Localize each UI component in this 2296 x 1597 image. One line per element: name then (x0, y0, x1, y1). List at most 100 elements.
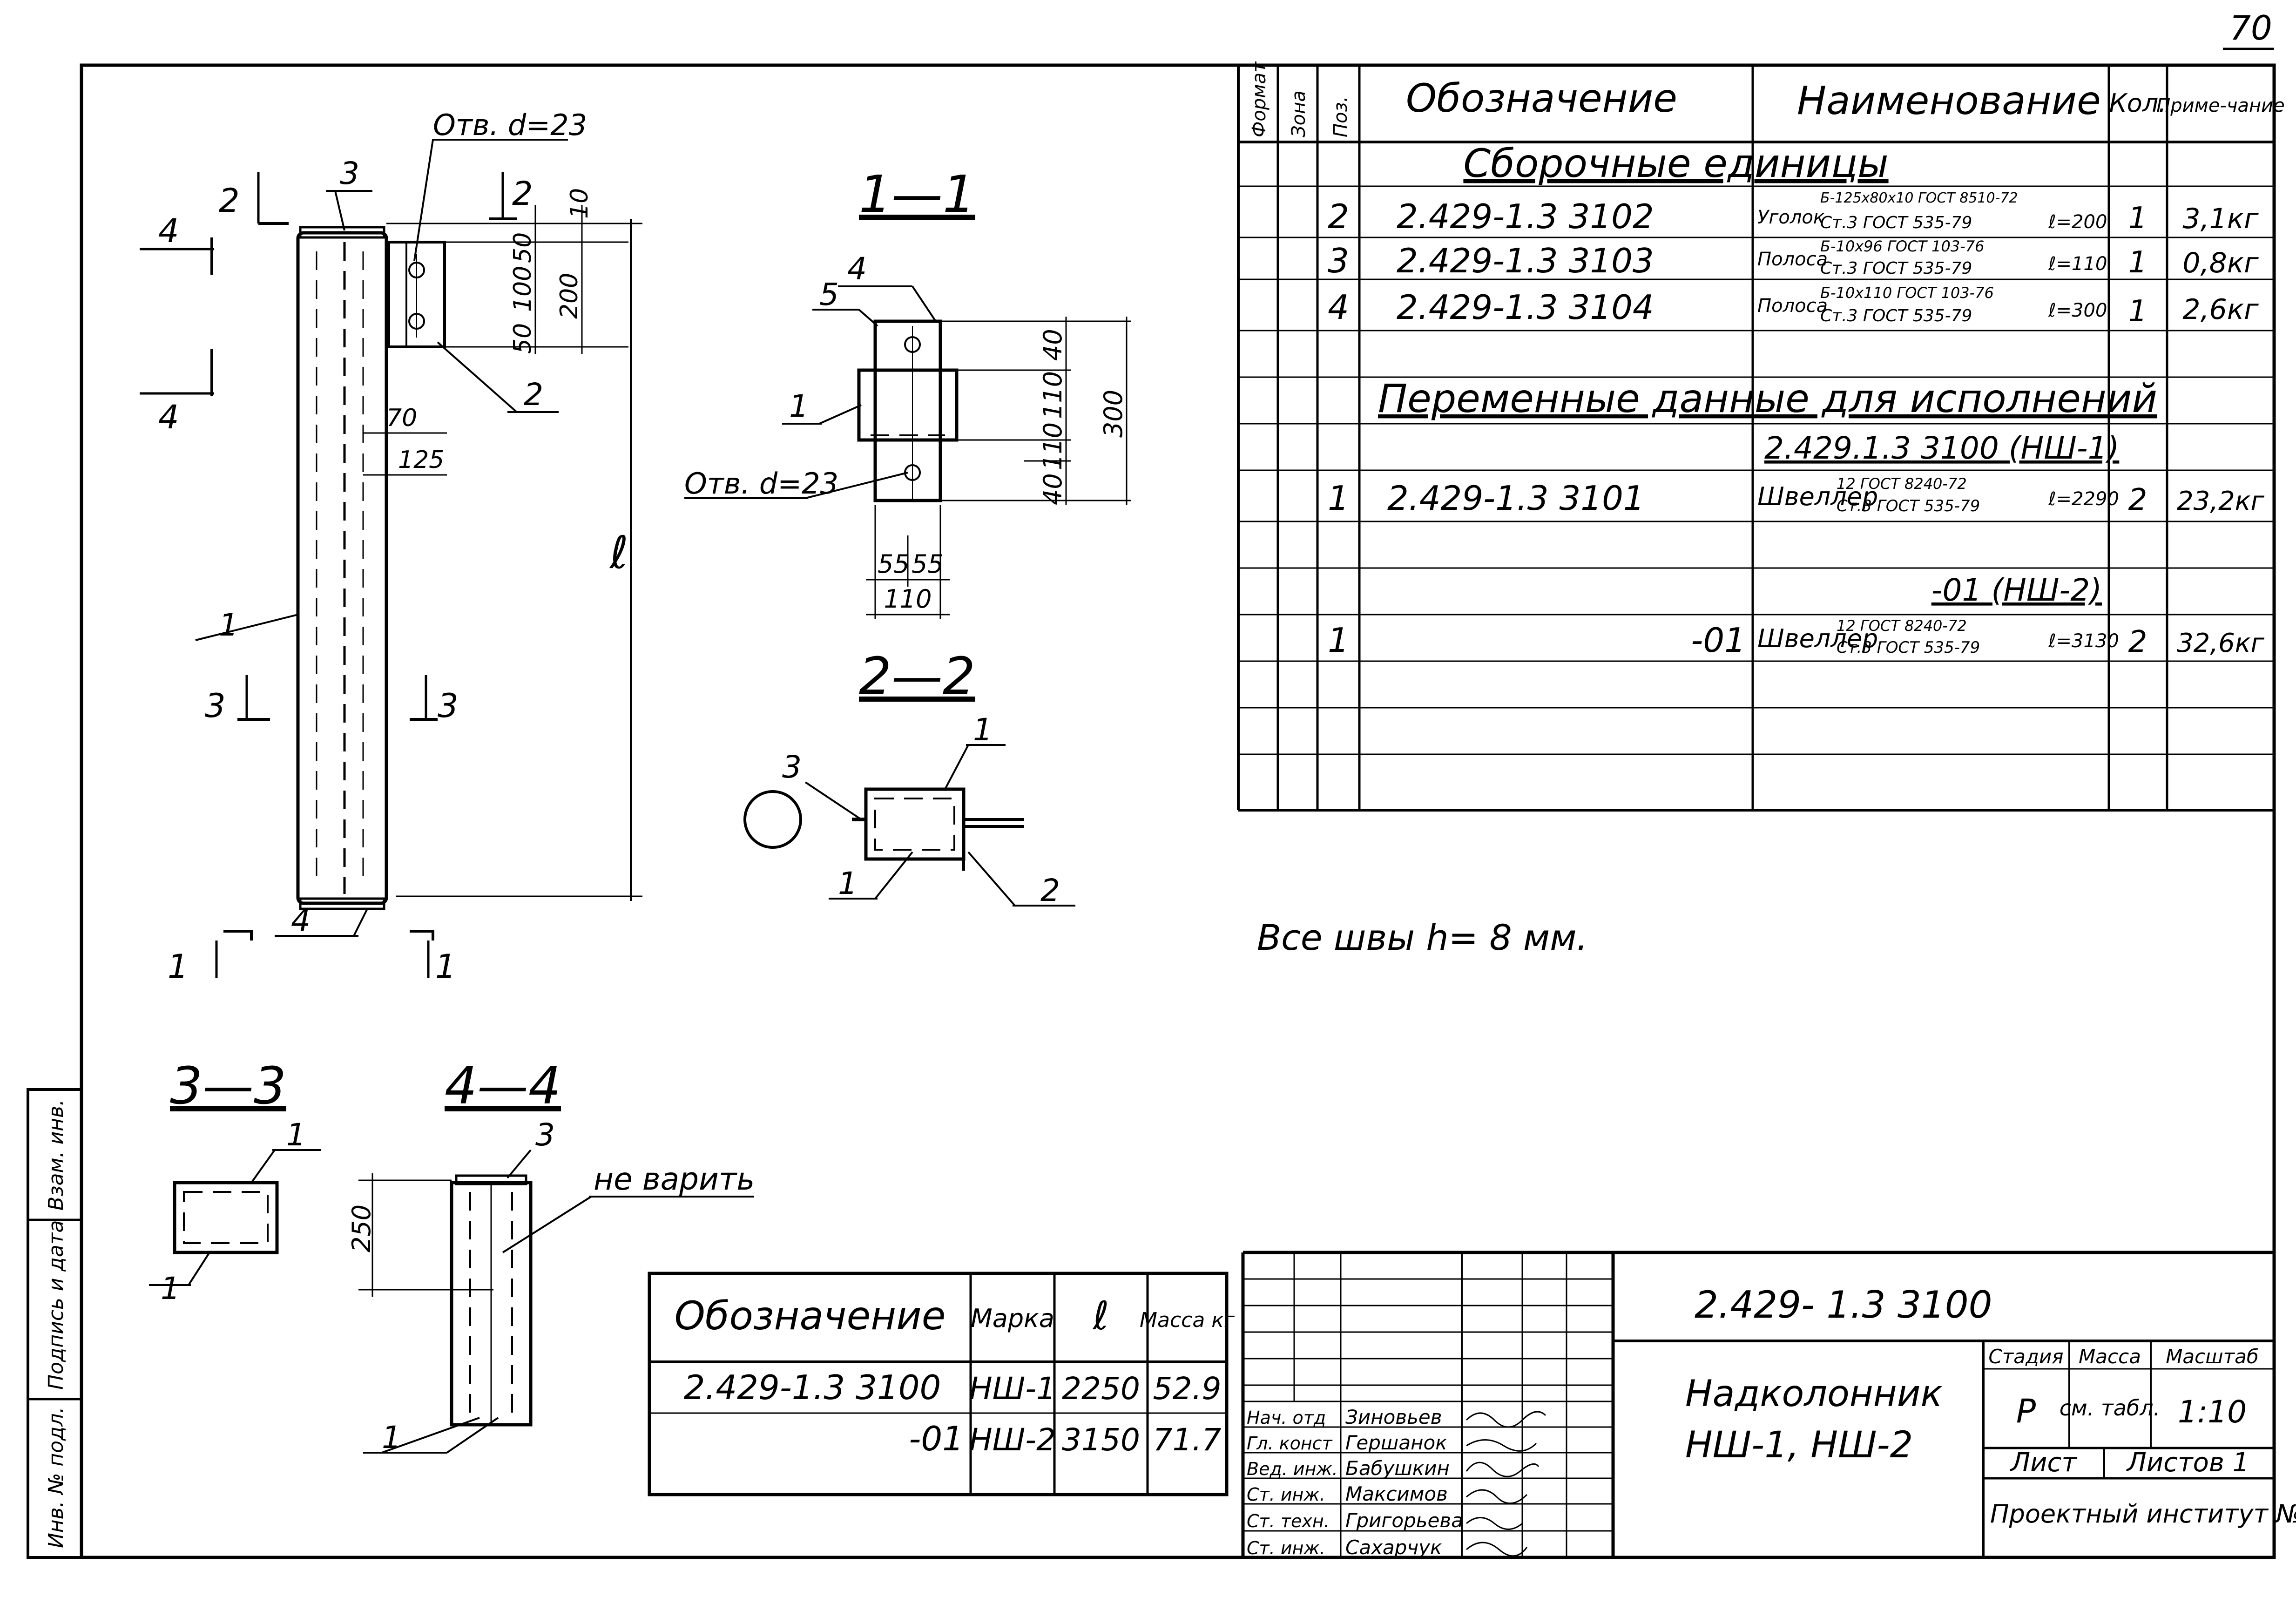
main-hole-label: Отв. d=23 (433, 108, 587, 142)
row-4-name-bottom: Ст.3 ГОСТ 535-79 (1820, 306, 1972, 325)
s11-dim-110: 110 (884, 584, 932, 614)
s11-hole-label: Отв. d=23 (684, 467, 838, 501)
s11-dim-110-top: 110 (1038, 371, 1067, 419)
title-block-scale: 1:10 (2178, 1394, 2247, 1430)
main-length-symbol: ℓ (609, 527, 628, 579)
row-4-note: 2,6кг (2182, 293, 2259, 326)
row-2-pos: 2 (1328, 197, 1349, 236)
cut-4-top: 4 (158, 212, 179, 250)
mark-row-1-length: 2250 (1062, 1371, 1140, 1407)
section-2-2-channel (864, 787, 966, 861)
s44-leader-3: 3 (535, 1117, 555, 1153)
row-3-name-top: Б-10х96 ГОСТ 103-76 (1820, 237, 1984, 255)
cut-4-bottom: 4 (158, 398, 179, 436)
variant-1-title: 2.429.1.3 3100 (НШ-1) (1764, 430, 2119, 466)
s11-dim-40-bottom: 40 (1038, 473, 1067, 505)
section-3-3-box (173, 1181, 279, 1254)
sheet-number: 70 (2229, 8, 2272, 47)
side-stamp-inv: Инв. № подл. (44, 1407, 68, 1548)
section-2-2-ref-circle (743, 790, 802, 849)
title-block-scale-label: Масштаб (2166, 1345, 2259, 1368)
row-3-name-bottom: Ст.3 ГОСТ 535-79 (1820, 259, 1972, 278)
s22-leader-3: 3 (782, 749, 802, 785)
title-block-stage-label: Стадия (1988, 1345, 2063, 1368)
row-4-qty: 1 (2128, 294, 2147, 329)
s22-leader-1-bottom: 1 (838, 866, 858, 901)
sign-role-3: Вед. инж. (1247, 1459, 1338, 1479)
variant-1-pos: 1 (1328, 479, 1349, 518)
spec-header-zone: Зона (1288, 90, 1310, 137)
signature-scribble-6 (1466, 1542, 1528, 1557)
mark-row-2-mass: 71.7 (1153, 1422, 1222, 1458)
title-block-org: Проектный институт №1 (1990, 1499, 2296, 1529)
variant-1-note: 23,2кг (2177, 486, 2265, 516)
variant-1-name-top: 12 ГОСТ 8240-72 (1837, 475, 1967, 493)
section-2-2-angle (962, 818, 1024, 871)
s11-leader-5: 5 (819, 277, 839, 312)
variant-2-length: ℓ=3130 (2048, 630, 2119, 652)
variant-2-name-top: 12 ГОСТ 8240-72 (1837, 617, 1967, 635)
title-block-sheets-label: Листов 1 (2126, 1448, 2249, 1478)
weld-note: Все швы h= 8 мм. (1257, 917, 1588, 958)
main-dim-50-top: 50 (509, 232, 537, 263)
spec-table-text: Формат Зона Поз. Обозначение Наименовани… (1249, 61, 2285, 660)
variant-2-title: -01 (НШ-2) (1931, 572, 2102, 608)
sign-name-6: Сахарчук (1345, 1536, 1442, 1559)
cut-2-right: 2 (512, 175, 533, 213)
section-4-4: 4—4 250 не варить 3 1 (347, 1056, 755, 1455)
end-plate-bottom (299, 897, 385, 910)
sign-name-5: Григорьева (1345, 1509, 1463, 1532)
s11-leader-4: 4 (847, 251, 867, 287)
section-1-1-title: 1—1 (859, 164, 975, 224)
s33-leader-1-top: 1 (286, 1117, 306, 1153)
row-3-length: ℓ=110 (2048, 253, 2107, 275)
s11-dim-300: 300 (1099, 390, 1128, 438)
cut-3-right: 3 (438, 687, 459, 725)
title-block (1241, 1251, 2274, 1557)
main-dim-100: 100 (509, 266, 537, 312)
mark-row-1-designation: 2.429-1.3 3100 (684, 1368, 941, 1407)
sign-role-1: Нач. отд (1247, 1408, 1326, 1428)
spec-section-assemblies: Сборочные единицы (1463, 141, 1888, 186)
mark-row-2-length: 3150 (1062, 1422, 1140, 1458)
row-4-name: Полоса (1757, 295, 1828, 317)
mark-table (648, 1272, 1229, 1496)
spec-table (1237, 65, 2274, 812)
variant-2-designation: -01 (1691, 621, 1746, 660)
sign-role-5: Ст. техн. (1247, 1511, 1330, 1531)
row-3-qty: 1 (2128, 245, 2147, 280)
main-dim-50-bottom: 50 (509, 323, 537, 354)
mark-header-mass: Масса кг (1140, 1308, 1235, 1332)
row-2-note: 3,1кг (2182, 203, 2259, 235)
sign-name-2: Гершанок (1345, 1431, 1447, 1454)
sign-name-3: Бабушкин (1345, 1457, 1450, 1480)
s11-leader-1: 1 (789, 388, 809, 424)
variant-1-name: Швеллер (1757, 482, 1878, 511)
section-2-2: 2—2 3 1 1 2 (743, 646, 1075, 908)
signature-scribble-5 (1466, 1517, 1523, 1530)
section-3-3: 3—3 1 1 (149, 1056, 321, 1306)
row-4-length: ℓ=300 (2048, 300, 2107, 321)
mark-row-1-mass: 52.9 (1153, 1371, 1222, 1407)
row-4-designation: 2.429-1.3 3104 (1397, 288, 1654, 327)
sign-role-4: Ст. инж. (1247, 1484, 1325, 1505)
cut-1-right: 1 (435, 947, 456, 986)
title-block-title-2: НШ-1, НШ-2 (1685, 1424, 1913, 1466)
section-1-1-channel (857, 368, 959, 442)
section-4-4-body (450, 1181, 533, 1427)
section-1-1: 1—1 40 110 110 40 300 55 55 110 1 4 (684, 164, 1131, 619)
side-stamp: Инв. № подл. Подпись и дата Взам. инв. (44, 1099, 68, 1548)
title-block-mass-label: Масса (2079, 1345, 2141, 1368)
s11-dim-55-right: 55 (912, 549, 944, 579)
row-3-designation: 2.429-1.3 3103 (1397, 241, 1654, 280)
variant-1-designation: 2.429-1.3 3101 (1387, 479, 1645, 518)
spec-header-format: Формат (1249, 61, 1270, 137)
mark-header-mark: Марка (971, 1304, 1054, 1333)
s22-leader-2: 2 (1040, 873, 1060, 908)
main-view: Отв. d=23 10 50 100 50 200 70 125 ℓ 1 2 … (140, 108, 642, 986)
mark-row-2-designation: -01 (909, 1419, 964, 1458)
variant-1-length: ℓ=2290 (2048, 488, 2119, 510)
row-4-pos: 4 (1328, 288, 1349, 327)
s11-dim-110-bottom: 110 (1038, 422, 1067, 470)
